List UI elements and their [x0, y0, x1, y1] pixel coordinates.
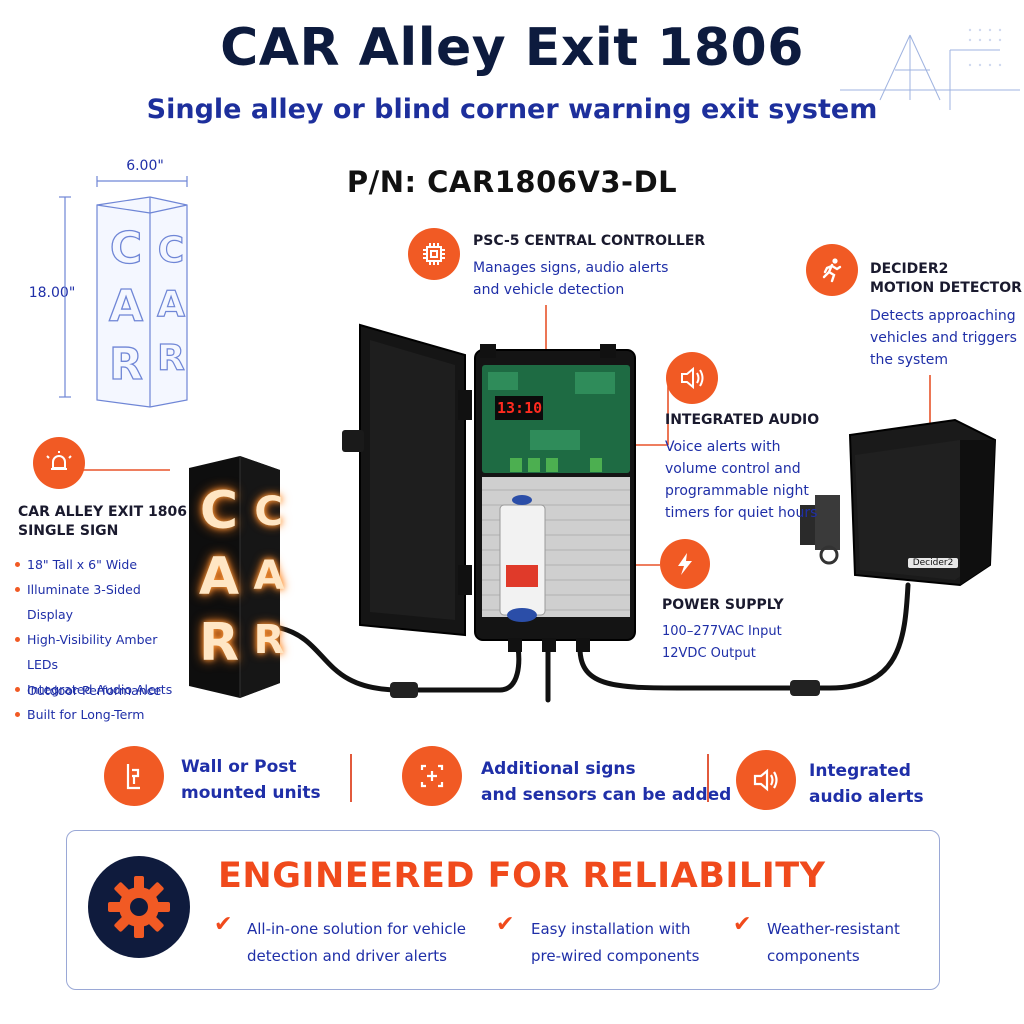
controller-description-line: Manages signs, audio alerts [473, 260, 669, 276]
sign-side-letters: C A R [252, 480, 286, 672]
controller-title: PSC-5 CENTRAL CONTROLLER [473, 233, 706, 249]
feature-wall-mount: Wall or Post mounted units [181, 754, 321, 806]
wireframe-letter: A [108, 280, 144, 332]
sign-title-line: CAR ALLEY EXIT 1806 [18, 504, 187, 520]
wireframe-front-letters: C A R [104, 220, 148, 394]
controller-description: Manages signs, audio alerts and vehicle … [473, 257, 668, 301]
reliability-item-line: All-in-one solution for vehicle [247, 920, 467, 938]
height-dimension-label: 18.00" [28, 285, 76, 301]
wireframe-letter: C [157, 229, 185, 271]
feature-line: mounted units [181, 783, 321, 803]
chip-icon [408, 228, 460, 280]
sign-letter: C [254, 489, 284, 535]
page-title: CAR Alley Exit 1806 [220, 18, 804, 78]
gear-icon [88, 856, 190, 958]
sign-letter: A [253, 553, 285, 599]
motion-detector-device [800, 418, 997, 587]
feature-line: and sensors can be added [481, 785, 732, 805]
detector-device-label: Decider2 [908, 558, 958, 568]
reliability-item: Easy installation with pre-wired compone… [531, 916, 699, 970]
detector-description-line: vehicles and triggers [870, 330, 1017, 346]
reliability-item-line: components [767, 947, 860, 965]
sign-letter: A [198, 547, 240, 607]
power-description: 100–277VAC Input 12VDC Output [662, 621, 782, 665]
feature-line: Integrated [809, 761, 911, 781]
list-item: Integrated Audio Alerts [15, 677, 190, 702]
list-item: Built for Long-Term [15, 702, 190, 727]
list-item: Illuminate 3-Sided Display [15, 577, 190, 627]
sign-letter: R [253, 617, 285, 663]
detector-description: Detects approaching vehicles and trigger… [870, 305, 1017, 371]
controller-enclosure [342, 323, 636, 652]
wireframe-letter: R [108, 338, 143, 390]
sign-dimension-wireframe [59, 176, 188, 408]
power-title: POWER SUPPLY [662, 597, 784, 613]
sign-callout-title: CAR ALLEY EXIT 1806 SINGLE SIGN [18, 503, 187, 541]
reliability-item-line: Weather-resistant [767, 920, 900, 938]
power-description-line: 100–277VAC Input [662, 624, 782, 639]
feature-line: Wall or Post [181, 757, 297, 777]
reliability-panel [66, 830, 940, 990]
checkmark-icon: ✔ [496, 912, 515, 937]
feature-audio: Integrated audio alerts [809, 758, 924, 810]
reliability-item: All-in-one solution for vehicle detectio… [247, 916, 466, 970]
sign-title-line: SINGLE SIGN [18, 523, 119, 539]
controller-description-line: and vehicle detection [473, 282, 625, 298]
part-number: P/N: CAR1806V3-DL [346, 165, 678, 199]
sign-feature-list: 18" Tall x 6" Wide Illuminate 3-Sided Di… [15, 552, 190, 727]
feature-line: audio alerts [809, 787, 924, 807]
reliability-item: Weather-resistant components [767, 916, 900, 970]
alarm-bell-icon [33, 437, 85, 489]
reliability-title: ENGINEERED FOR RELIABILITY [218, 856, 826, 896]
controller-display: 13:10 [497, 399, 543, 417]
detector-title-line: DECIDER2 [870, 261, 949, 277]
reliability-item-line: detection and driver alerts [247, 947, 447, 965]
detector-description-line: Detects approaching [870, 308, 1016, 324]
sign-front-letters: C A R [193, 478, 245, 676]
wireframe-side-letters: C A R [155, 224, 187, 386]
feature-expandable: Additional signs and sensors can be adde… [481, 756, 731, 808]
wireframe-letter: A [156, 283, 185, 325]
audio-description-line: volume control and [665, 461, 801, 477]
speaker-icon [736, 750, 796, 810]
blueprint-decoration-icon [840, 28, 1020, 110]
audio-description: Voice alerts with volume control and pro… [665, 436, 817, 524]
checkmark-icon: ✔ [733, 912, 752, 937]
list-item: High-Visibility Amber LEDs [15, 627, 190, 677]
power-description-line: 12VDC Output [662, 646, 756, 661]
reliability-item-line: pre-wired components [531, 947, 700, 965]
speaker-icon [666, 352, 718, 404]
expand-plus-icon [402, 746, 462, 806]
audio-description-line: timers for quiet hours [665, 505, 818, 521]
list-item: 18" Tall x 6" Wide [15, 552, 190, 577]
wireframe-letter: C [109, 222, 143, 274]
audio-description-line: Voice alerts with [665, 439, 781, 455]
wireframe-letter: R [157, 337, 186, 379]
audio-title: INTEGRATED AUDIO [665, 412, 820, 428]
detector-title: DECIDER2 MOTION DETECTOR [870, 260, 1022, 298]
reliability-item-line: Easy installation with [531, 920, 691, 938]
feature-divider [350, 754, 352, 802]
wall-mount-icon [104, 746, 164, 806]
page-subtitle: Single alley or blind corner warning exi… [146, 94, 878, 125]
feature-line: Additional signs [481, 759, 636, 779]
audio-description-line: programmable night [665, 483, 809, 499]
width-dimension-label: 6.00" [126, 158, 164, 174]
detector-title-line: MOTION DETECTOR [870, 280, 1022, 296]
detector-description-line: the system [870, 352, 949, 368]
sign-bullet-continuation: Outdoor Performance [27, 683, 162, 698]
lightning-bolt-icon [660, 539, 710, 589]
sign-letter: C [199, 481, 239, 541]
sign-letter: R [198, 613, 240, 673]
feature-divider [707, 754, 709, 802]
car-sign-body [189, 456, 280, 698]
running-person-icon [806, 244, 858, 296]
checkmark-icon: ✔ [214, 912, 233, 937]
